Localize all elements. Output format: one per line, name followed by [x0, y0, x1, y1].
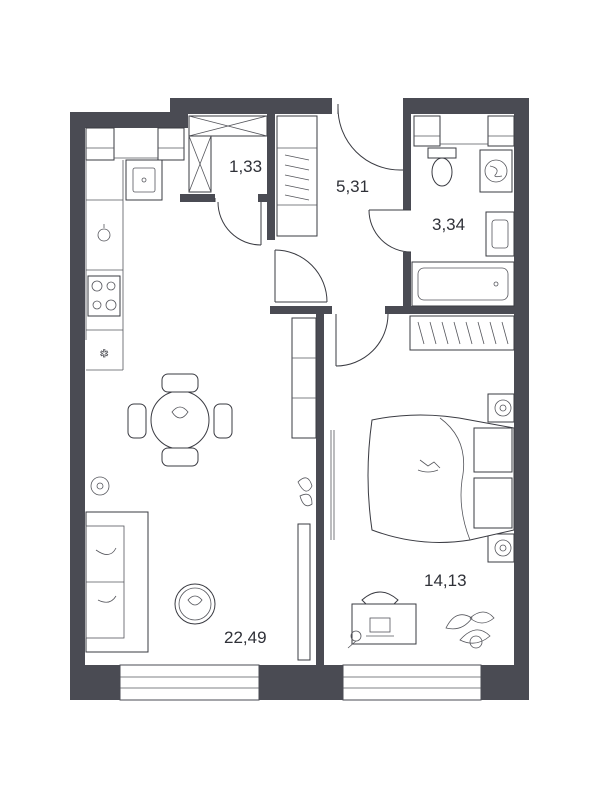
windows [119, 664, 482, 701]
bedroom-furniture [330, 315, 515, 649]
doors [214, 104, 412, 367]
area-label-bedroom: 14,13 [424, 571, 467, 590]
hallway-wardrobe [276, 115, 318, 237]
outer-walls [70, 98, 529, 700]
bathroom-fixtures [411, 115, 515, 307]
area-label-kitchen-living: 22,49 [224, 628, 267, 647]
area-label-hallway: 5,31 [336, 177, 369, 196]
area-label-storage: 1,33 [229, 157, 262, 176]
svg-text:✱: ✱ [100, 349, 108, 360]
kitchen-furniture: ✱ [85, 127, 185, 371]
area-label-bathroom: 3,34 [432, 215, 465, 234]
living-room-furniture [85, 317, 317, 661]
storage-room [188, 115, 268, 193]
interior-walls [180, 98, 529, 665]
